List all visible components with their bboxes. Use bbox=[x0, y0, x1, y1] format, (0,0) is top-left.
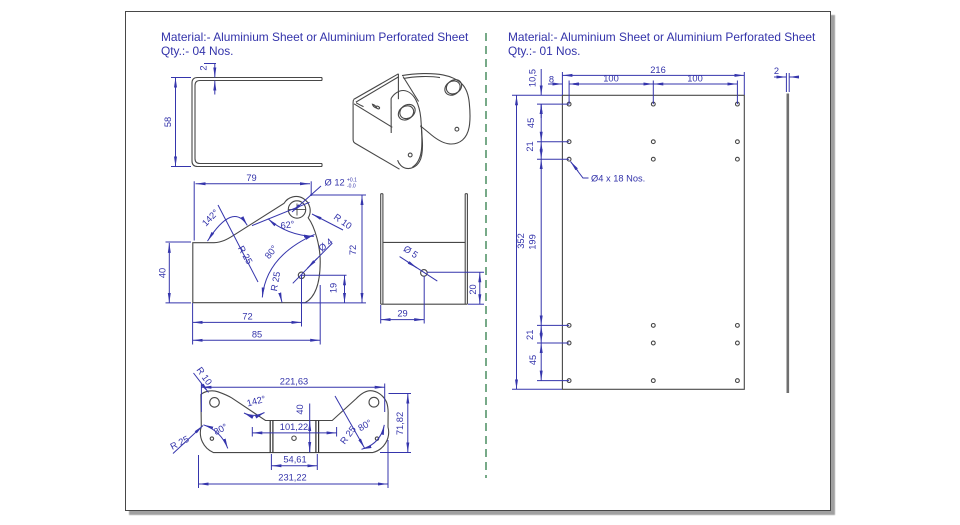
svg-text:-0.0: -0.0 bbox=[347, 184, 356, 190]
svg-text:216: 216 bbox=[650, 65, 666, 75]
svg-text:352: 352 bbox=[516, 233, 526, 249]
svg-text:29: 29 bbox=[397, 309, 407, 319]
svg-text:21: 21 bbox=[525, 330, 535, 340]
svg-text:Qty.:- 01 Nos.: Qty.:- 01 Nos. bbox=[508, 44, 580, 58]
svg-text:142°: 142° bbox=[246, 394, 267, 409]
svg-text:Ø4 x 18 Nos.: Ø4 x 18 Nos. bbox=[591, 174, 645, 184]
svg-text:Ø 12: Ø 12 bbox=[325, 178, 345, 188]
svg-text:R 25: R 25 bbox=[169, 434, 191, 452]
svg-text:R 10: R 10 bbox=[332, 212, 354, 231]
svg-text:62°: 62° bbox=[280, 219, 296, 231]
svg-text:72: 72 bbox=[348, 245, 358, 255]
svg-text:Material:- Aluminium Sheet or: Material:- Aluminium Sheet or Aluminium … bbox=[161, 30, 469, 44]
svg-text:80°: 80° bbox=[212, 422, 229, 438]
svg-text:Ø 5: Ø 5 bbox=[402, 244, 420, 261]
svg-text:40: 40 bbox=[157, 268, 167, 278]
svg-text:8: 8 bbox=[549, 75, 554, 85]
svg-text:85: 85 bbox=[252, 330, 262, 340]
svg-text:45: 45 bbox=[526, 118, 536, 128]
svg-text:20: 20 bbox=[468, 284, 478, 294]
svg-text:101,22: 101,22 bbox=[280, 422, 308, 432]
svg-text:R 25: R 25 bbox=[236, 244, 254, 266]
svg-text:Qty.:- 04 Nos.: Qty.:- 04 Nos. bbox=[161, 44, 233, 58]
svg-text:221,63: 221,63 bbox=[280, 376, 308, 386]
svg-text:19: 19 bbox=[329, 283, 339, 293]
svg-text:2: 2 bbox=[199, 65, 209, 70]
svg-text:199: 199 bbox=[528, 234, 538, 250]
svg-text:45: 45 bbox=[528, 355, 538, 365]
svg-text:71,82: 71,82 bbox=[395, 412, 405, 435]
svg-text:100: 100 bbox=[687, 74, 703, 84]
svg-text:R 25: R 25 bbox=[338, 424, 358, 446]
svg-text:R 25: R 25 bbox=[269, 271, 282, 292]
svg-text:+0.1: +0.1 bbox=[347, 178, 357, 184]
svg-text:10,5: 10,5 bbox=[528, 69, 538, 87]
svg-text:58: 58 bbox=[163, 117, 173, 127]
svg-text:80°: 80° bbox=[263, 243, 280, 260]
svg-text:231,22: 231,22 bbox=[278, 473, 306, 483]
svg-text:72: 72 bbox=[242, 312, 252, 322]
svg-text:21: 21 bbox=[525, 141, 535, 151]
svg-text:100: 100 bbox=[603, 74, 619, 84]
svg-text:142°: 142° bbox=[200, 207, 221, 228]
svg-text:54,61: 54,61 bbox=[283, 455, 306, 465]
svg-text:80°: 80° bbox=[356, 417, 373, 433]
svg-text:40: 40 bbox=[295, 404, 305, 414]
svg-text:79: 79 bbox=[246, 173, 256, 183]
svg-text:2: 2 bbox=[774, 66, 779, 76]
svg-text:R 10: R 10 bbox=[194, 365, 213, 387]
svg-text:Material:- Aluminium Sheet or: Material:- Aluminium Sheet or Aluminium … bbox=[508, 30, 816, 44]
